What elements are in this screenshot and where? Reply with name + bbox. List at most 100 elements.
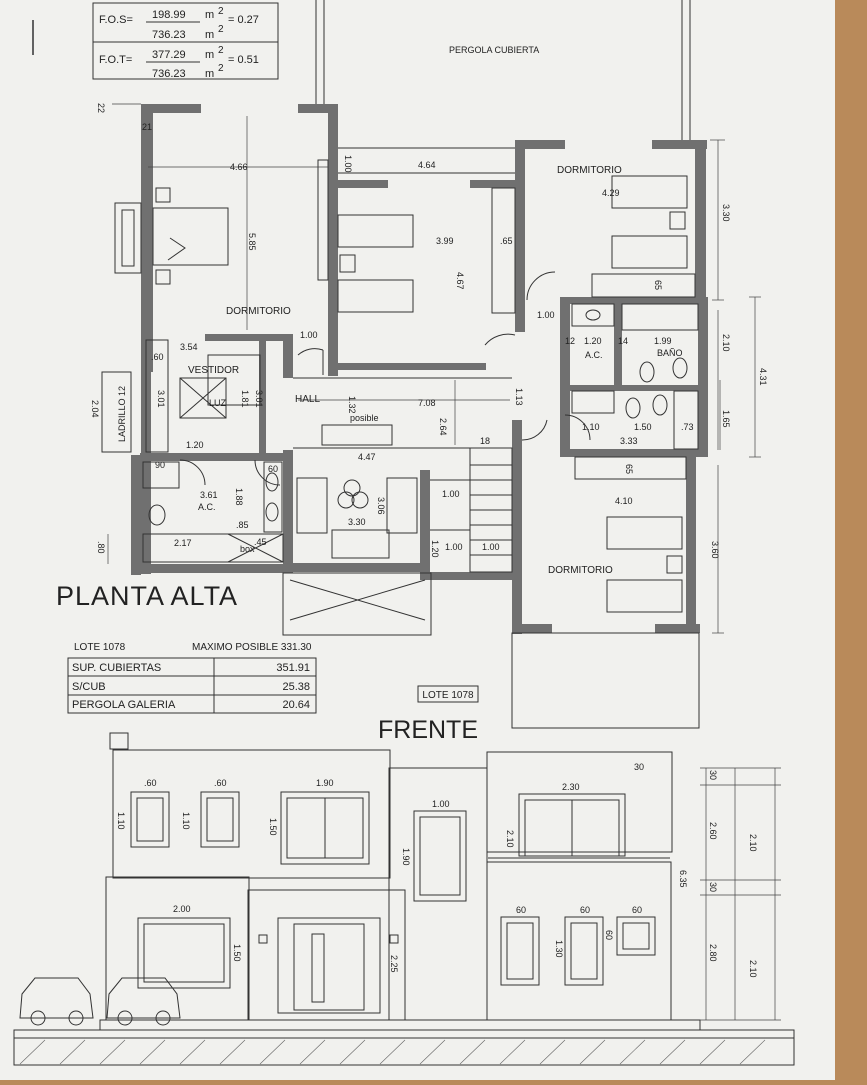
dim-7-08: 7.08 — [418, 398, 436, 408]
room-luz: LUZ — [209, 398, 227, 408]
fot-label: F.O.T= — [99, 54, 132, 66]
fdim-w190: 1.90 — [316, 778, 334, 788]
fdim-h190: 1.90 — [401, 848, 411, 866]
dim-60-b: 60 — [268, 464, 278, 474]
fot-exp-num: 2 — [218, 45, 224, 56]
dim-3-06: 3.06 — [376, 497, 386, 515]
plan-labels: PLANTA ALTA DORMITORIO DORMITORIO DORMIT… — [56, 103, 768, 611]
dim-1-13: 1.13 — [514, 388, 524, 406]
lote-info: LOTE 1078 MAXIMO POSIBLE 331.30 SUP. CUB… — [67, 642, 479, 714]
dim-0-45: .45 — [254, 537, 267, 547]
fos-label: F.O.S= — [99, 14, 133, 26]
dim-2-04: 2.04 — [90, 400, 100, 418]
fdim-w060a: .60 — [144, 778, 157, 788]
dim-1-00-c: 1.00 — [537, 310, 555, 320]
dim-4-64: 4.64 — [418, 160, 436, 170]
dim-18: 18 — [480, 436, 490, 446]
fdim-v210b: 2.10 — [748, 960, 758, 978]
dim-1-10: 1.10 — [582, 422, 600, 432]
dim-1-00-d: 1.00 — [442, 489, 460, 499]
room-dormitorio-ne: DORMITORIO — [557, 165, 622, 176]
fot-numerator: 377.29 — [152, 49, 186, 61]
dim-0-73: .73 — [681, 422, 694, 432]
dim-4-47: 4.47 — [358, 452, 376, 462]
plan-details — [101, 147, 700, 729]
dim-3-61: 3.61 — [200, 490, 218, 500]
fos-denominator: 736.23 — [152, 29, 186, 41]
dim-0-85: .85 — [236, 520, 249, 530]
fdim-v030a: 30 — [708, 770, 718, 780]
lote-number: LOTE 1078 — [74, 642, 126, 653]
fos-result: = 0.27 — [228, 14, 259, 26]
fdim-t030: 30 — [634, 762, 644, 772]
lote-row-1-label: SUP. CUBIERTAS — [72, 662, 161, 674]
pergola-top: PERGOLA CUBIERTA — [315, 0, 691, 140]
plan-title: PLANTA ALTA — [56, 581, 238, 611]
plan-walls — [131, 104, 708, 634]
fdim-h060: 60 — [604, 930, 614, 940]
fdim-h130: 1.30 — [554, 940, 564, 958]
dim-4-29: 4.29 — [602, 188, 620, 198]
dim-21: 21 — [142, 122, 152, 132]
fdim-w060d: 60 — [580, 905, 590, 915]
fdim-h225: 2.25 — [389, 955, 399, 973]
dim-22: 22 — [96, 103, 106, 113]
lote-row-1-value: 351.91 — [276, 662, 310, 674]
room-ac-master: A.C. — [198, 502, 216, 512]
dim-1-00-b: 1.00 — [300, 330, 318, 340]
dim-4-31: 4.31 — [758, 368, 768, 386]
dim-0-60-a: .60 — [151, 352, 164, 362]
dim-1-50: 1.50 — [634, 422, 652, 432]
fdim-h110a: 1.10 — [116, 812, 126, 830]
drawing-sheet: F.O.S= 198.99 736.23 m m 2 2 = 0.27 F.O.… — [0, 0, 835, 1080]
lote-row-2-value: 25.38 — [282, 681, 310, 693]
dim-5-85: 5.85 — [247, 233, 257, 251]
dim-3-01-a: 3.01 — [156, 390, 166, 408]
dim-1-88: 1.88 — [234, 488, 244, 506]
facade-labels: .60 .60 1.90 1.00 2.30 30 1.10 1.10 1.50… — [116, 762, 758, 978]
fdim-w060b: .60 — [214, 778, 227, 788]
fos-exp-den: 2 — [218, 24, 224, 35]
lote-tag: LOTE 1078 — [422, 690, 474, 701]
dim-2-64: 2.64 — [438, 418, 448, 436]
fdim-v635: 6.35 — [678, 870, 688, 888]
dim-14: 14 — [618, 336, 628, 346]
dim-2-17: 2.17 — [174, 538, 192, 548]
fot-unit-den: m — [205, 68, 214, 80]
dim-1-00-f: 1.00 — [482, 542, 500, 552]
fdim-w060e: 60 — [632, 905, 642, 915]
fos-exp-num: 2 — [218, 6, 224, 17]
lote-row-2-label: S/CUB — [72, 681, 106, 693]
dim-3-33: 3.33 — [620, 436, 638, 446]
facade-title: FRENTE — [378, 716, 478, 744]
fdim-h110b: 1.10 — [181, 812, 191, 830]
dim-4-67: 4.67 — [455, 272, 465, 290]
room-dormitorio-se: DORMITORIO — [548, 565, 613, 576]
dim-3-30: 3.30 — [721, 204, 731, 222]
dim-1-81: 1.81 — [240, 390, 250, 408]
dim-65-c: 65 — [624, 464, 634, 474]
room-vestidor: VESTIDOR — [188, 365, 239, 376]
dim-0-80: .80 — [96, 541, 106, 554]
dim-1-00-e: 1.00 — [445, 542, 463, 552]
fos-unit-num: m — [205, 9, 214, 21]
architectural-drawing: F.O.S= 198.99 736.23 m m 2 2 = 0.27 F.O.… — [13, 0, 795, 1066]
label-ladrillo: LADRILLO 12 — [117, 386, 127, 442]
facade-outline — [13, 732, 795, 1066]
fdim-w100: 1.00 — [432, 799, 450, 809]
fos-unit-den: m — [205, 29, 214, 41]
dim-3-99: 3.99 — [436, 236, 454, 246]
room-hall: HALL — [295, 394, 320, 405]
dim-1-32: 1.32 — [347, 396, 357, 414]
dim-1-20-a: 1.20 — [584, 336, 602, 346]
dim-1-20-c: 1.20 — [430, 540, 440, 558]
room-bano: BAÑO — [657, 348, 683, 358]
ground-hatch — [19, 1039, 766, 1065]
dim-1-00-a: 1.00 — [343, 155, 353, 173]
room-dormitorio-master: DORMITORIO — [226, 306, 291, 317]
fot-result: = 0.51 — [228, 54, 259, 66]
dim-3-01-b: 3.01 — [254, 390, 264, 408]
fos-numerator: 198.99 — [152, 9, 186, 21]
fdim-v260: 2.60 — [708, 822, 718, 840]
plan-dimension-lines — [107, 103, 761, 634]
